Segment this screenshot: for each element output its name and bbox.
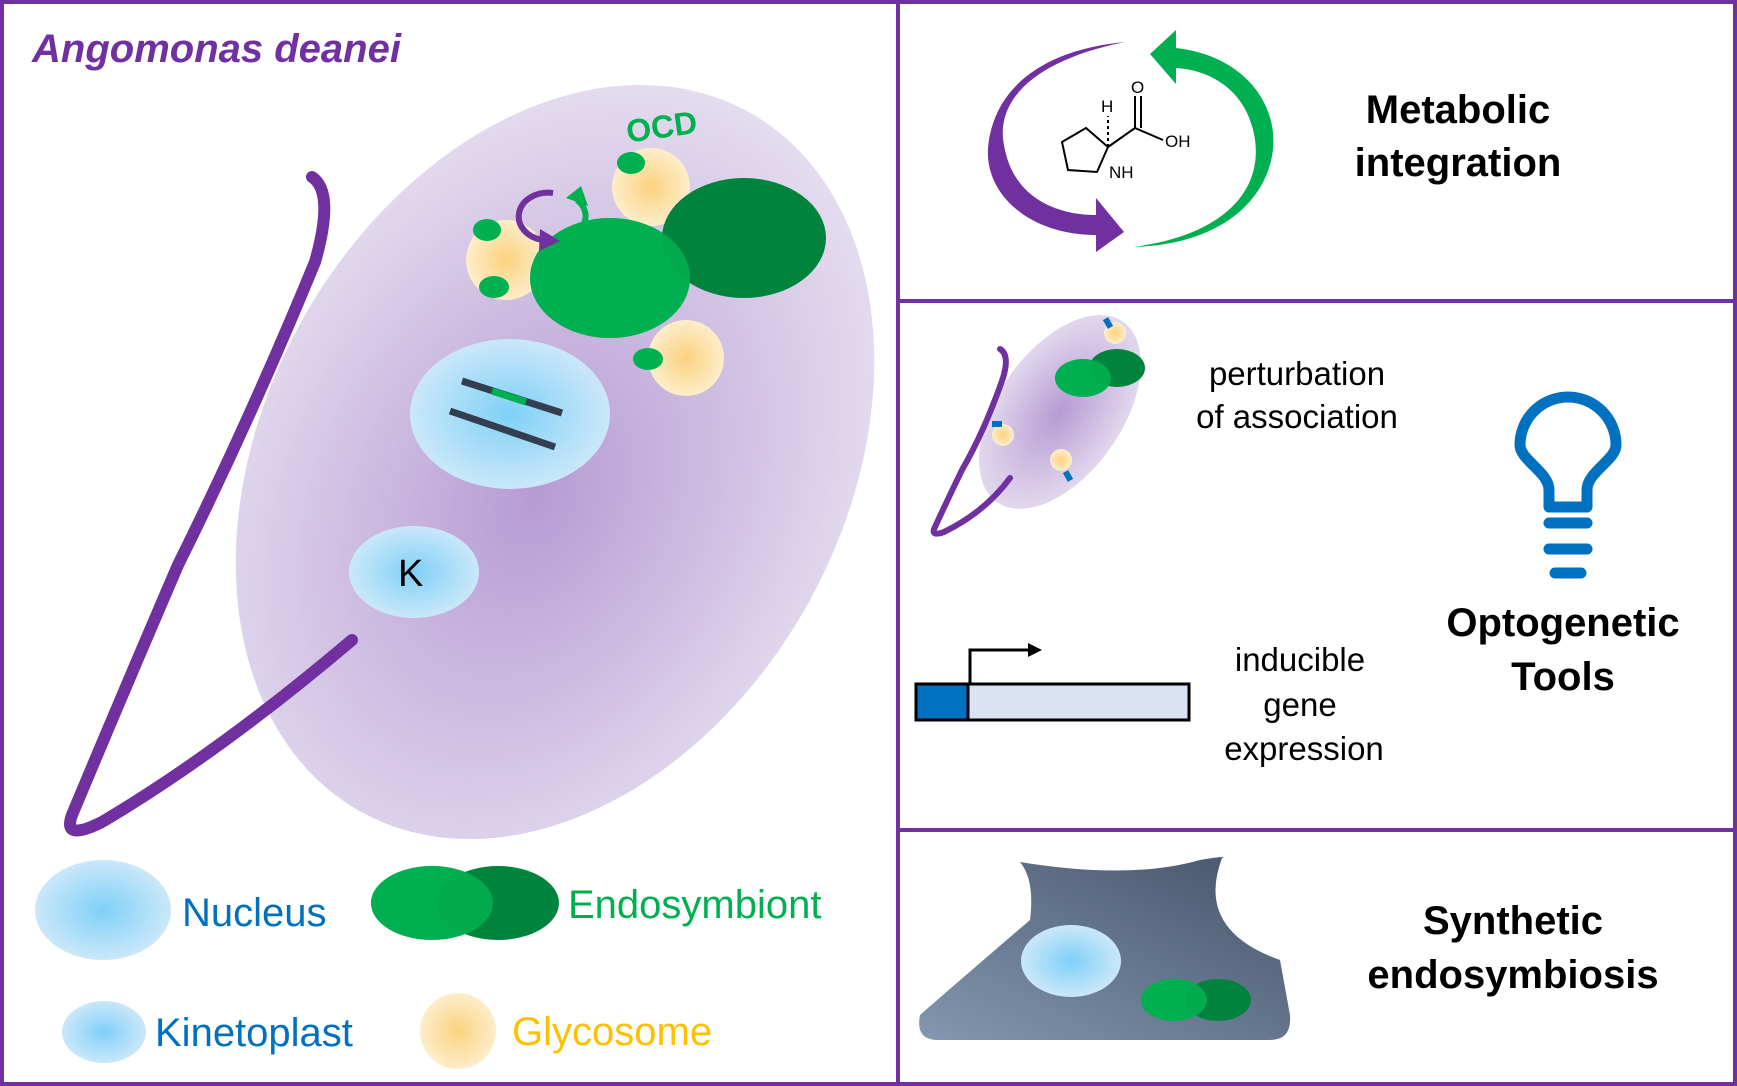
perturbation-line1: perturbation — [1209, 355, 1385, 392]
molecule-o: O — [1131, 78, 1144, 97]
chromosome — [448, 407, 557, 451]
glycosome — [648, 320, 724, 396]
nucleus — [410, 339, 610, 489]
legend-nucleus-label: Nucleus — [182, 891, 327, 935]
light-tag — [1102, 317, 1114, 329]
cycle-arrows — [987, 30, 1274, 252]
legend-glycosome-label: Glycosome — [512, 1010, 712, 1054]
perturbation-line2: of association — [1196, 398, 1398, 435]
legend-glycosome-swatch — [420, 993, 496, 1069]
molecule-nh: NH — [1109, 163, 1134, 182]
optogenetic-label-line2: Tools — [1511, 655, 1615, 699]
inducible-line3: expression — [1224, 730, 1384, 767]
flagellum — [64, 171, 358, 837]
legend-endosymbiont-label: Endosymbiont — [568, 883, 821, 927]
host-endosymbiont — [1141, 979, 1251, 1021]
synthetic-label-line1: Synthetic — [1423, 899, 1603, 943]
glycosome-marker — [617, 152, 645, 174]
small-flagellum — [930, 346, 1013, 537]
glycosome-marker — [479, 276, 509, 298]
legend-kinetoplast-label: Kinetoplast — [155, 1011, 353, 1055]
synthetic-label-line2: endosymbiosis — [1367, 953, 1658, 997]
metabolic-label-line2: integration — [1355, 141, 1562, 185]
molecule-oh: OH — [1165, 132, 1191, 151]
light-tag — [992, 421, 1002, 427]
gene-construct — [914, 682, 1191, 722]
inducible-line1: inducible — [1235, 641, 1365, 678]
small-endosymbiont — [1055, 349, 1145, 397]
glycosome-marker — [633, 348, 663, 370]
small-cycle-arrows — [515, 186, 589, 251]
kinetoplast-letter: K — [398, 553, 423, 595]
small-cell-body — [979, 315, 1141, 509]
legend-kinetoplast-swatch — [62, 1001, 146, 1063]
inducible-line2: gene — [1263, 686, 1336, 723]
metabolic-panel-frame — [896, 0, 1737, 303]
lightbulb-icon — [1514, 391, 1622, 579]
legend-endosymbiont-swatch — [371, 866, 559, 940]
small-glycosome — [1050, 449, 1072, 471]
legend-nucleus-swatch — [35, 860, 171, 960]
chromosome-insert — [490, 387, 528, 406]
optogenetic-label-line1: Optogenetic — [1446, 601, 1679, 645]
metabolic-label-line1: Metabolic — [1366, 88, 1550, 132]
endosymbiont — [530, 178, 826, 338]
small-glycosome — [992, 424, 1014, 446]
proline-structure — [1060, 96, 1164, 174]
kinetoplast — [349, 526, 479, 618]
organism-name: Angomonas deanei — [31, 27, 402, 71]
light-tag — [1062, 470, 1074, 482]
synthetic-panel-frame — [896, 828, 1737, 1086]
molecule-h: H — [1101, 97, 1113, 116]
glycosome-marker — [473, 219, 501, 241]
host-nucleus — [1021, 925, 1121, 997]
promoter-arrow-icon — [968, 643, 1042, 684]
